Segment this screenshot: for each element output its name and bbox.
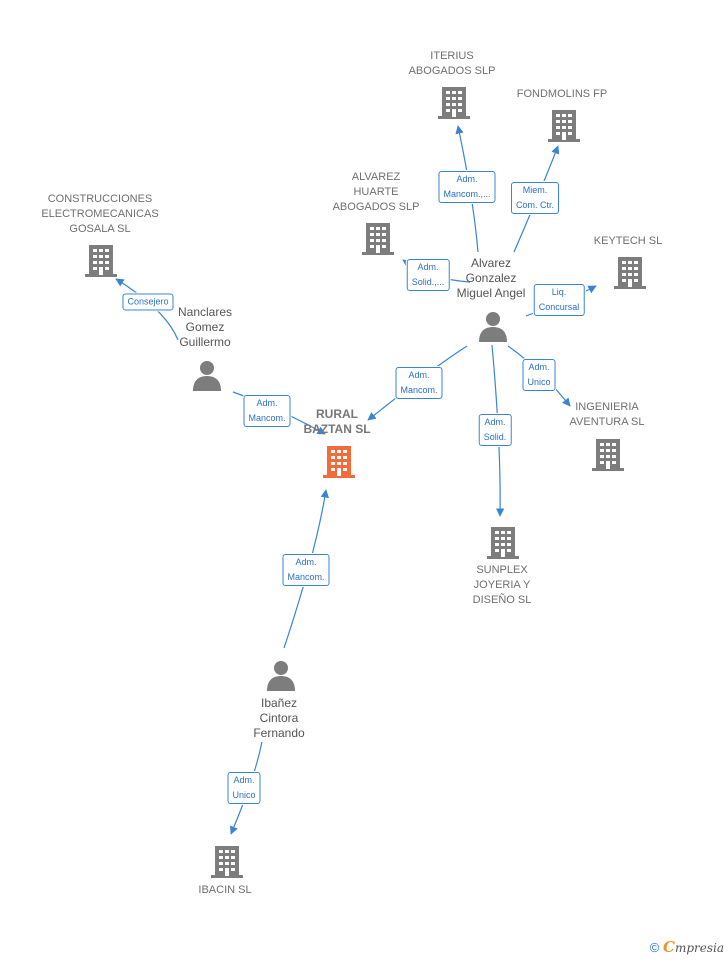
node-label-alvarez-huarte[interactable]: ALVAREZ HUARTE ABOGADOS SLP [332,171,420,213]
building-icon[interactable] [438,87,470,119]
edge-label-ibacin[interactable]: Adm. Unico [227,772,261,804]
node-label-sunplex[interactable]: SUNPLEX JOYERIA Y DISEÑO SL [472,564,532,606]
edges [115,125,597,835]
edge-label-fondmolins[interactable]: Miem. Com. Ctr. [510,182,560,214]
building-icon[interactable] [614,257,646,289]
node-label-ibanez[interactable]: Ibañez Cintora Fernando [253,696,305,740]
copyright-icon: © [649,940,660,955]
edge-label-alvarez-huarte[interactable]: Adm. Solid.,... [406,259,450,291]
edge-label-construcciones[interactable]: Consejero [122,293,174,311]
edge-label-keytech[interactable]: Liq. Concursal [533,284,585,316]
building-icon[interactable] [85,245,117,277]
building-icon[interactable] [211,846,243,878]
person-icon[interactable] [479,312,507,342]
node-label-ingenieria[interactable]: INGENIERIA AVENTURA SL [569,401,645,428]
node-label-nanclares[interactable]: Nanclares Gomez Guillermo [177,305,233,349]
edge-label-iterius[interactable]: Adm. Mancom.,... [438,171,496,203]
edge-label-ibanez-rural[interactable]: Adm. Mancom. [282,554,330,586]
edge-label-alvarez-rural[interactable]: Adm. Mancom. [395,367,443,399]
building-icon[interactable] [592,439,624,471]
building-icon[interactable] [487,527,519,559]
edge-label-sunplex[interactable]: Adm. Solid. [478,414,512,446]
edge-label-ingenieria[interactable]: Adm. Unico [522,359,556,391]
node-label-iterius[interactable]: ITERIUS ABOGADOS SLP [408,50,496,77]
node-label-keytech[interactable]: KEYTECH SL [593,235,663,247]
person-icon[interactable] [193,361,221,391]
edge-label-nanclares-rural[interactable]: Adm. Mancom. [243,395,291,427]
node-label-alvarez-gonzalez[interactable]: Alvarez Gonzalez Miguel Angel [456,256,526,300]
person-icon[interactable] [267,661,295,691]
building-icon[interactable] [548,110,580,142]
node-label-rural-baztan[interactable]: RURAL BAZTAN SL [303,407,371,436]
node-label-fondmolins[interactable]: FONDMOLINS FP [516,88,608,100]
footer-watermark: © Cmpresia [650,938,724,956]
building-icon[interactable] [323,446,355,478]
node-label-construcciones[interactable]: CONSTRUCCIONES ELECTROMECANICAS GOSALA S… [41,193,159,235]
node-label-ibacin[interactable]: IBACIN SL [198,884,252,896]
brand-logo: Cmpresia [662,938,724,956]
building-icon[interactable] [362,223,394,255]
